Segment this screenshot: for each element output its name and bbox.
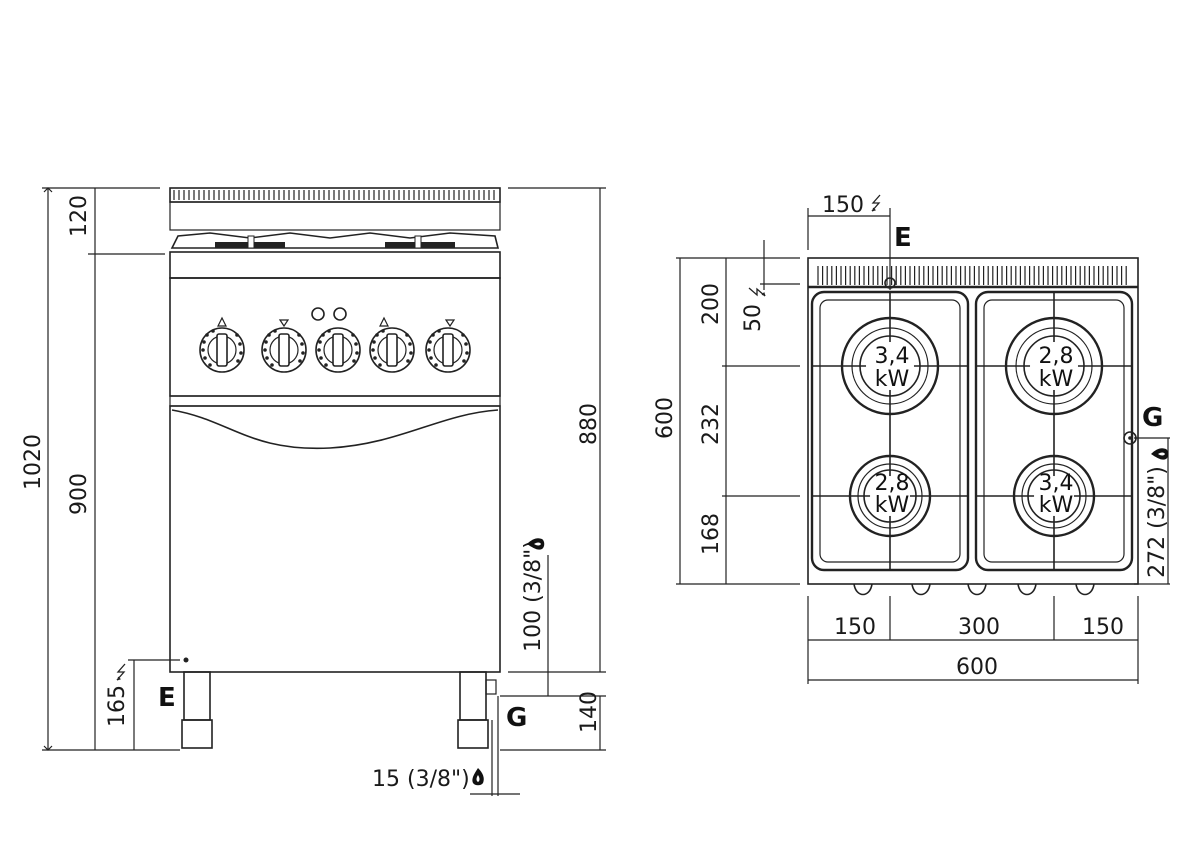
dim-total-width: 600 [956,655,998,680]
burner-unit: kW [1039,367,1074,392]
label-gas: G [1142,403,1163,433]
dim-leg-height: 140 [577,691,602,733]
label-electric: E [894,223,912,253]
burner [1004,316,1104,416]
dim-mid-section: 232 [699,403,724,445]
dim-elec-depth: 50 [741,304,766,332]
burner-power: 3,4 [875,344,910,369]
leg-foot [181,719,213,749]
burner [848,454,932,538]
dim-worktop-height: 900 [67,473,92,515]
dim-width-right: 150 [1082,615,1124,640]
oven-door [169,405,501,673]
cooktop-edge [169,251,501,279]
burner [1012,454,1096,538]
flame-icon [472,768,484,786]
dim-gas-offset: 15 (3/8") [372,767,470,792]
control-knob [199,327,245,373]
dim-depth: 600 [653,397,678,439]
lightning-icon [871,194,881,212]
burner-power: 3,4 [1039,471,1074,496]
label-electric: E [158,683,176,713]
indicator-light [333,307,347,321]
lightning-icon [116,663,126,681]
cooktop-outline [807,257,1139,585]
leg [183,671,211,721]
burner-power: 2,8 [1039,344,1074,369]
gas-connection [485,679,497,695]
dim-elec-offset: 150 [822,193,864,218]
label-gas: G [506,703,527,733]
leg [459,671,487,721]
dim-backsplash: 120 [67,195,92,237]
burner-unit: kW [1039,493,1074,518]
flame-icon [1151,448,1169,460]
control-knob [425,327,471,373]
front-knobs [853,583,1095,596]
lightning-icon [748,287,766,297]
dim-front-section: 168 [699,513,724,555]
control-knob [369,327,415,373]
dim-width-left: 150 [834,615,876,640]
electric-connection [183,657,189,663]
leg-foot [457,719,489,749]
control-knob [261,327,307,373]
burner-unit: kW [875,367,910,392]
dim-gas-depth: 272 (3/8") [1145,466,1170,578]
dim-gas-height: 100 (3/8") [521,540,546,652]
burner [840,316,940,416]
pan-supports [170,232,500,249]
front-view: 1020 900 120 165 E 880 100 (3/8") 140 G … [21,187,606,796]
dim-elec-height: 165 [105,685,130,727]
dim-total-height: 1020 [21,434,46,490]
top-view: 3,4 kW 2,8 kW 2,8 kW 3,4 kW 150 E 600 20… [653,193,1170,684]
dim-rear-section: 200 [699,283,724,325]
burner-unit: kW [875,493,910,518]
burner-power: 2,8 [875,471,910,496]
indicator-light [311,307,325,321]
control-knob [315,327,361,373]
dim-side-height: 880 [577,403,602,445]
dim-width-mid: 300 [958,615,1000,640]
